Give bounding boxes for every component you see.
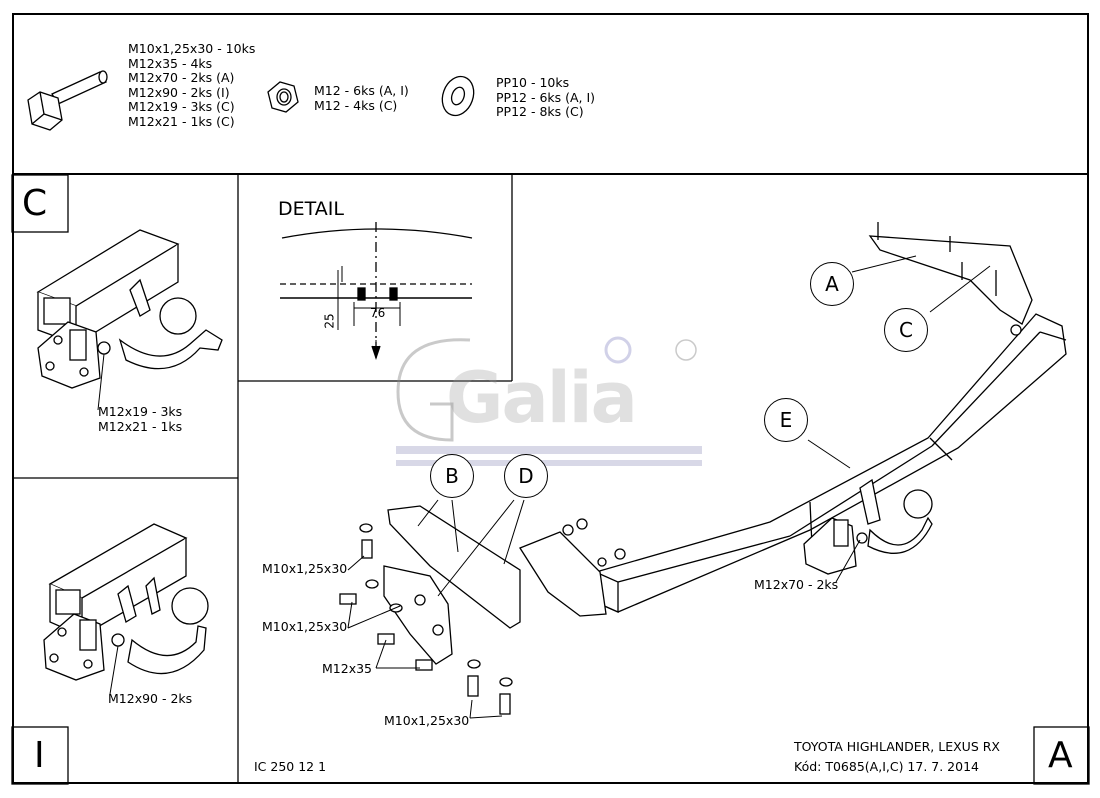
nut-item: M12 - 6ks (A, I): [314, 83, 409, 98]
callout-b: B: [430, 454, 474, 498]
hitch-i-sketch: [43, 523, 209, 681]
drawing-number: IC 250 12 1: [254, 759, 327, 774]
bolt-item: M10x1,25x30 - 10ks: [128, 41, 256, 56]
washer-list: PP10 - 10ks PP12 - 6ks (A, I) PP12 - 8ks…: [496, 75, 596, 120]
washer-item: PP10 - 10ks: [496, 75, 570, 90]
dim-25: 25: [322, 313, 337, 329]
hitch-c-sketch: [36, 229, 223, 389]
bolt-list: M10x1,25x30 - 10ks M12x35 - 4ks M12x70 -…: [128, 41, 256, 129]
watermark-text: Galia: [446, 357, 638, 439]
callout-c: C: [884, 308, 928, 352]
callout-a: A: [810, 262, 854, 306]
bolt-item: M12x35 - 4ks: [128, 55, 213, 71]
washer-item: PP12 - 6ks (A, I): [496, 89, 596, 105]
callout-e: E: [764, 398, 808, 442]
nut-item: M12 - 4ks (C): [314, 97, 398, 113]
label-m12x70: M12x70 - 2ks: [754, 577, 839, 592]
bolt-item: M12x70 - 2ks (A): [128, 70, 235, 85]
panel-c-bolt: M12x19 - 3ks: [98, 404, 183, 419]
detail-title: DETAIL: [278, 198, 344, 220]
panel-c-bolts: M12x19 - 3ks M12x21 - 1ks: [98, 404, 183, 434]
label-m12x35: M12x35: [322, 661, 372, 676]
bolt-item: M12x19 - 3ks (C): [128, 99, 235, 114]
label-bolt-left-1: M10x1,25x30: [262, 561, 348, 576]
vehicle-name: TOYOTA HIGHLANDER, LEXUS RX: [794, 739, 1000, 754]
bolt-item: M12x21 - 1ks (C): [128, 113, 235, 129]
panel-a-letter: A: [1048, 735, 1073, 776]
bolt-item: M12x90 - 2ks (I): [128, 84, 230, 100]
panel-i-bolt: M12x90 - 2ks: [108, 691, 193, 706]
towbar-assembly: [339, 222, 1067, 715]
washer-item: PP12 - 8ks (C): [496, 104, 584, 119]
label-bolt-bottom: M10x1,25x30: [384, 713, 470, 728]
washer-icon: [441, 75, 475, 117]
panel-i-letter: I: [34, 735, 45, 776]
galia-watermark: [396, 336, 702, 466]
label-bolt-left-2: M10x1,25x30: [262, 619, 348, 634]
nut-icon: [267, 81, 299, 113]
product-code: Kód: T0685(A,I,C) 17. 7. 2014: [794, 759, 979, 774]
dim-76: 76: [370, 306, 386, 320]
nut-list: M12 - 6ks (A, I) M12 - 4ks (C): [314, 83, 409, 113]
detail-view: [280, 222, 473, 361]
parts-list-box: [12, 13, 1089, 175]
panel-c-letter: C: [22, 183, 48, 224]
bolt-icon: [27, 70, 108, 131]
callout-d: D: [504, 454, 548, 498]
panel-c-bolt: M12x21 - 1ks: [98, 418, 183, 434]
